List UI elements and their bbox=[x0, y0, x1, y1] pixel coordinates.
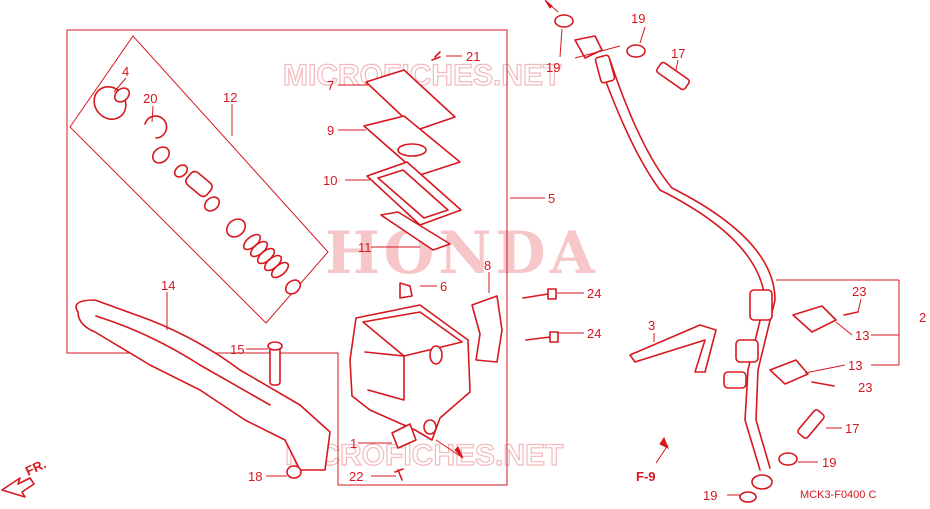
arrows bbox=[1, 0, 669, 498]
callout-6: 6 bbox=[440, 279, 447, 294]
piston-kit-frame bbox=[69, 35, 329, 324]
brake-lever bbox=[75, 299, 331, 479]
brake-hose bbox=[574, 35, 776, 490]
callout-14: 14 bbox=[161, 278, 175, 293]
callout-7: 7 bbox=[327, 78, 334, 93]
honda-watermark: HONDA bbox=[325, 219, 599, 287]
callout-20: 20 bbox=[143, 91, 157, 106]
callout-21: 21 bbox=[466, 49, 480, 64]
callout-19-hose-top: 19 bbox=[546, 60, 560, 75]
master-cylinder-body bbox=[349, 282, 503, 481]
callout-23-lower: 23 bbox=[858, 380, 872, 395]
leader-lines bbox=[113, 26, 900, 496]
callout-10: 10 bbox=[323, 173, 337, 188]
master-cylinder-group-frame bbox=[66, 29, 508, 486]
callout-23-upper: 23 bbox=[852, 284, 866, 299]
callout-8: 8 bbox=[484, 258, 491, 273]
callout-4: 4 bbox=[122, 64, 129, 79]
piston-kit bbox=[93, 85, 302, 295]
callout-5: 5 bbox=[548, 191, 555, 206]
callout-1: 1 bbox=[350, 436, 357, 451]
callout-24-lower: 24 bbox=[587, 326, 601, 341]
site-watermark-bottom: MICROFICHES.NET bbox=[285, 439, 563, 472]
callout-3: 3 bbox=[648, 318, 655, 333]
front-direction-arrow bbox=[1, 477, 35, 498]
callout-12: 12 bbox=[223, 90, 237, 105]
callout-15: 15 bbox=[230, 342, 244, 357]
callout-2: 2 bbox=[919, 310, 926, 325]
callout-19-bottom: 19 bbox=[822, 455, 836, 470]
callout-13-lower: 13 bbox=[848, 358, 862, 373]
diagram-code: MCK3-F0400 C bbox=[800, 489, 876, 501]
callouts: 4 20 12 7 9 10 11 6 21 5 8 24 24 14 15 1… bbox=[122, 11, 926, 503]
callout-17-top: 17 bbox=[671, 46, 685, 61]
callout-22: 22 bbox=[349, 469, 363, 484]
front-direction-label: FR. bbox=[23, 456, 48, 478]
hose-hardware bbox=[522, 14, 859, 503]
callout-13-upper: 13 bbox=[855, 328, 869, 343]
callout-24-upper: 24 bbox=[587, 286, 601, 301]
callout-19-top: 19 bbox=[631, 11, 645, 26]
callout-19-hose-end: 19 bbox=[703, 488, 717, 503]
callout-17-bottom: 17 bbox=[845, 421, 859, 436]
reservoir-cap-assembly bbox=[363, 51, 462, 251]
callout-18: 18 bbox=[248, 469, 262, 484]
callout-11: 11 bbox=[358, 240, 372, 255]
callout-9: 9 bbox=[327, 123, 334, 138]
reference-label-f9: F-9 bbox=[636, 469, 656, 484]
